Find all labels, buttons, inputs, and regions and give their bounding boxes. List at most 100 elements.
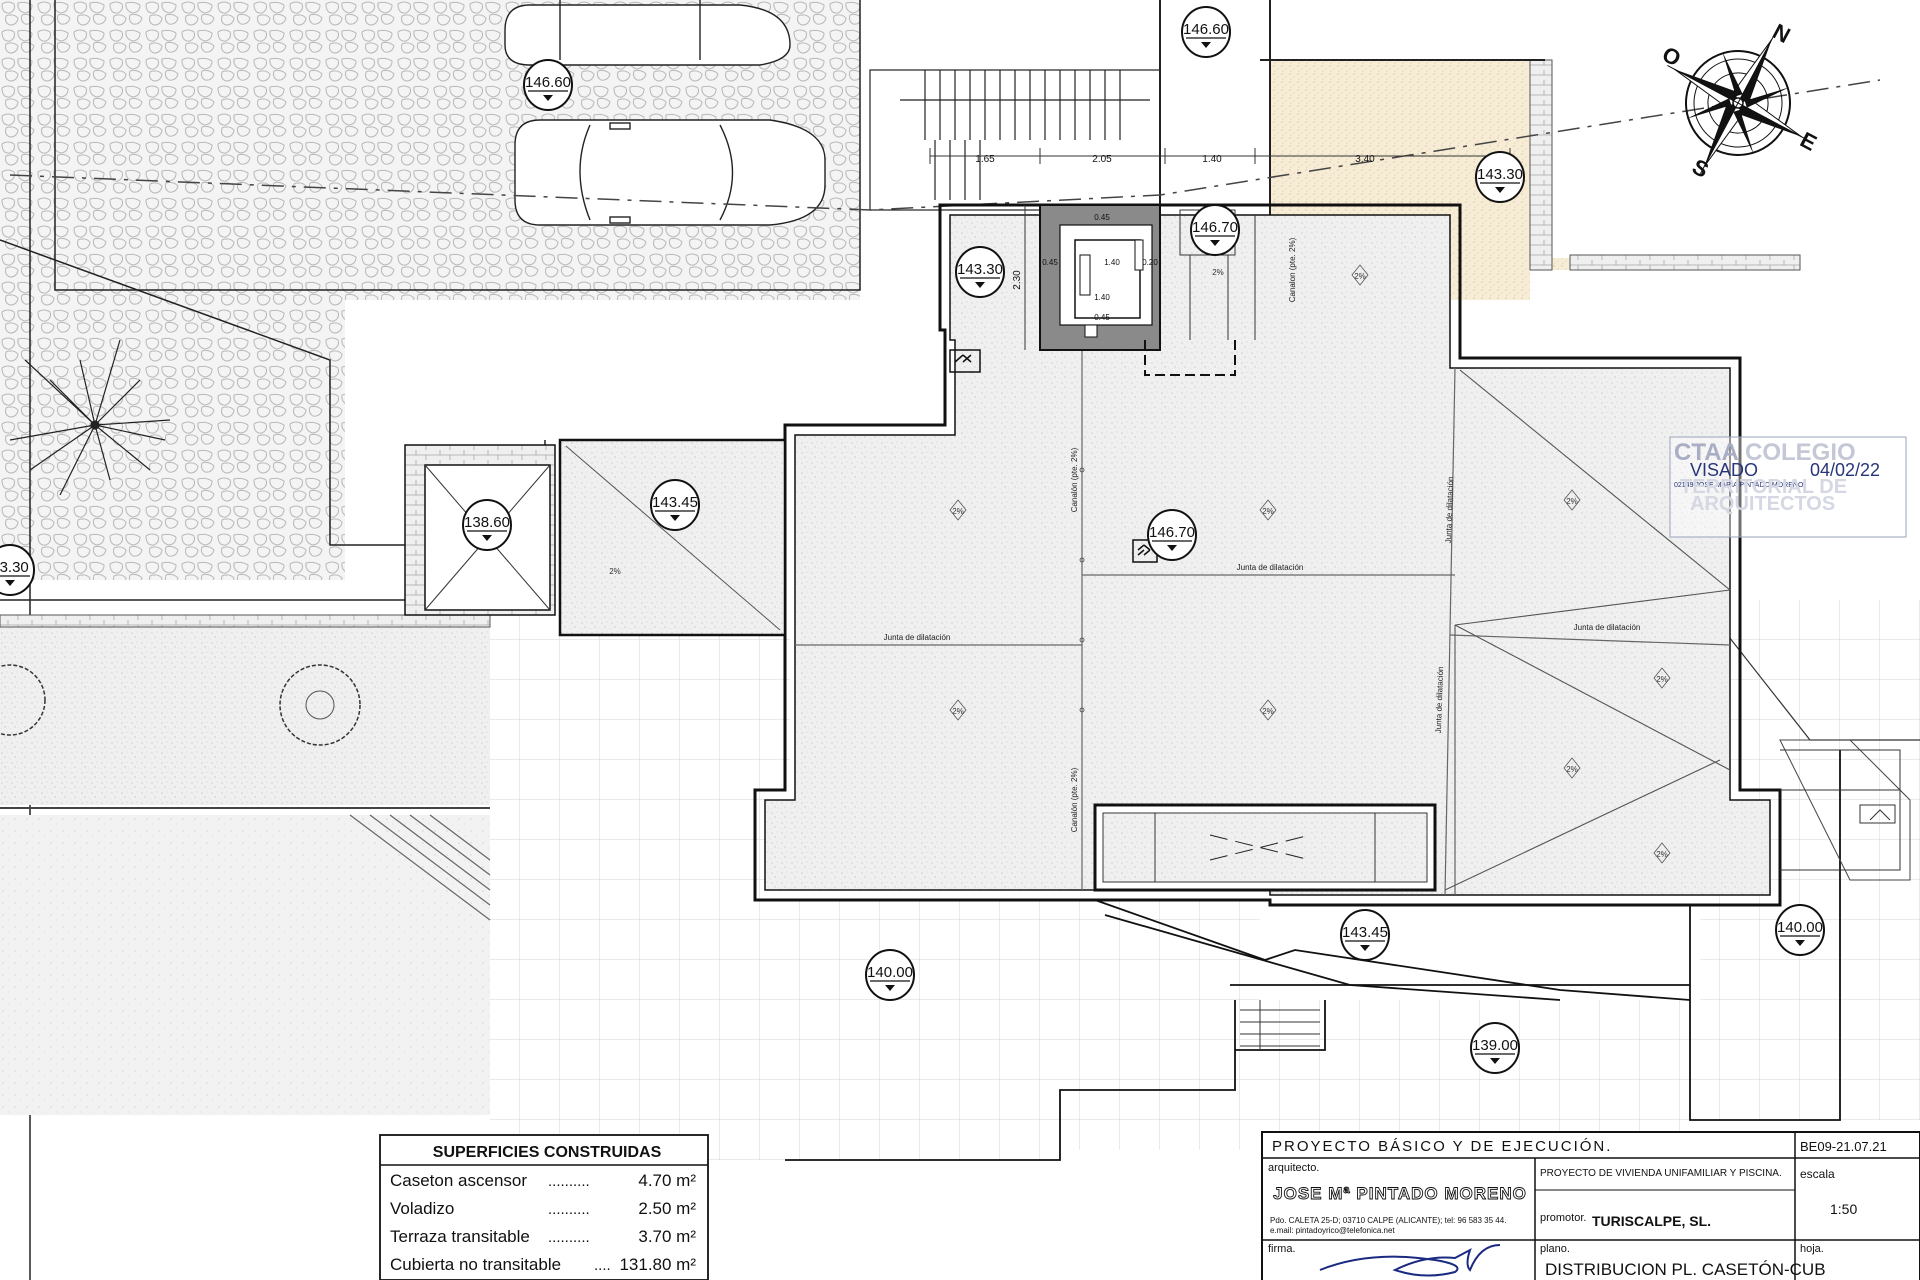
roof-panels xyxy=(795,345,1731,896)
plan-name: DISTRIBUCION PL. CASETÓN-CUB xyxy=(1545,1260,1826,1279)
north-arrow-icon xyxy=(1667,32,1809,174)
stamp-line2: ARQUITECTOS xyxy=(1690,493,1835,515)
surface-value: 2.50 m² xyxy=(638,1199,696,1218)
level-marker: 146.70 xyxy=(1190,204,1240,256)
slope-label: 2% xyxy=(1656,675,1668,684)
stamp-org: CTAA xyxy=(1674,439,1739,466)
promoter-label: promotor. xyxy=(1540,1212,1586,1224)
dim-4: 3.40 xyxy=(1355,154,1375,165)
title-block xyxy=(1261,1131,1920,1280)
level-marker: 146.60 xyxy=(523,59,573,111)
level-value: 138.60 xyxy=(464,514,510,531)
stamp-visado: VISADO xyxy=(1690,460,1758,480)
gutter-label: Canalón (pte. 2%) xyxy=(1070,767,1079,832)
level-marker: 146.70 xyxy=(1147,509,1197,561)
dim-2: 2.05 xyxy=(1092,154,1112,165)
level-marker: 143.30 xyxy=(1475,151,1525,203)
parked-car xyxy=(504,0,826,226)
level-value: 143.30 xyxy=(957,261,1003,278)
architect-label: arquitecto. xyxy=(1268,1162,1319,1174)
gutter-label: Canalón (pte. 2%) xyxy=(1070,447,1079,512)
scale-value: 1:50 xyxy=(1830,1201,1857,1217)
dim-3: 1.40 xyxy=(1202,154,1222,165)
dim-11: 2.30 xyxy=(1012,270,1023,290)
slope-label: 2% xyxy=(1354,272,1366,281)
architect-name: JOSE Mª PINTADO MORENO xyxy=(1273,1184,1527,1203)
level-value: 143.30 xyxy=(1477,166,1523,183)
level-value: 13.30 xyxy=(0,559,29,576)
slope-label: 2% xyxy=(952,707,964,716)
surface-dots: .......... xyxy=(548,1229,590,1246)
expansion-joint-label: Junta de dilatación xyxy=(1434,666,1445,733)
slope-label: 2% xyxy=(1262,707,1274,716)
surface-label: Cubierta no transitable xyxy=(390,1255,561,1274)
slope-label: 2% xyxy=(609,567,621,576)
visado-stamp: CTAA COLEGIO VISADO 04/02/22 02149 JOSE … xyxy=(1669,436,1907,538)
level-value: 140.00 xyxy=(1777,919,1823,936)
surface-dots: .... xyxy=(594,1257,611,1274)
compass-s-label: S xyxy=(1688,154,1713,183)
level-marker: 140.00 xyxy=(1775,904,1825,956)
stamp-architect: 02149 JOSE MARIA PINTADO MORENO xyxy=(1674,482,1804,489)
dim-5: 0.45 xyxy=(1042,258,1058,267)
table-row: Cubierta no transitable.... 131.80 m² xyxy=(390,1255,696,1274)
roof-outline xyxy=(753,203,1782,907)
slope-label: 2% xyxy=(1656,850,1668,859)
level-marker: 139.00 xyxy=(1470,1022,1520,1074)
surfaces-table xyxy=(379,1134,709,1280)
roof-hatch-icon xyxy=(949,349,1158,563)
palm-tree xyxy=(9,339,171,496)
project-code: BE09-21.07.21 xyxy=(1800,1139,1887,1154)
level-value: 143.45 xyxy=(652,494,698,511)
project-title: PROYECTO BÁSICO Y DE EJECUCIÓN. xyxy=(1272,1138,1612,1155)
level-value: 146.70 xyxy=(1149,524,1195,541)
slope-label: 2% xyxy=(1566,765,1578,774)
boundary-line xyxy=(9,79,1881,211)
expansion-joint-label: Junta de dilatación xyxy=(884,633,951,642)
surface-label: Caseton ascensor xyxy=(390,1171,527,1190)
stairs-south xyxy=(1240,1000,1320,1050)
table-row: Terraza transitable.......... 3.70 m² xyxy=(390,1227,696,1246)
compass-o-label: O xyxy=(1658,41,1685,71)
architect-email: e.mail: pintadoyrico@telefonica.net xyxy=(1270,1226,1395,1235)
project-description: PROYECTO DE VIVIENDA UNIFAMILIAR Y PISCI… xyxy=(1540,1168,1782,1179)
dim-9: 1.40 xyxy=(1094,293,1110,302)
level-value: 139.00 xyxy=(1472,1037,1518,1054)
slope-label: 2% xyxy=(1566,497,1578,506)
table-row: Caseton ascensor..........4.70 m² xyxy=(390,1171,696,1190)
surface-dots: .......... xyxy=(548,1201,590,1218)
plan-label: plano. xyxy=(1540,1243,1570,1255)
level-marker: 13.30 xyxy=(0,544,35,596)
dimension-line xyxy=(929,148,1511,350)
compass-n-label: N xyxy=(1769,19,1795,49)
stairs-north xyxy=(869,69,1161,211)
shrub xyxy=(0,664,361,746)
level-marker: 138.60 xyxy=(462,499,512,551)
surface-value: 3.70 m² xyxy=(638,1227,696,1246)
skylight xyxy=(1093,803,1437,892)
surface-label: Terraza transitable xyxy=(390,1227,530,1246)
compass-e-label: E xyxy=(1796,127,1821,156)
slope-marks: 2% 2% 2% 2% 2% 2% 2% 2% 2% 2% 2% xyxy=(609,268,1668,859)
expansion-joint-label: Junta de dilatación xyxy=(1574,623,1641,632)
level-marker: 146.60 xyxy=(1181,6,1231,58)
dim-10: 0.45 xyxy=(1094,313,1110,322)
level-marker: 140.00 xyxy=(865,949,915,1001)
promoter-name: TURISCALPE, SL. xyxy=(1592,1213,1711,1229)
slope-label: 2% xyxy=(1212,268,1224,277)
stamp-line1: TERRITORIAL DE xyxy=(1680,476,1847,498)
level-marker: 143.30 xyxy=(955,246,1005,298)
level-value: 146.60 xyxy=(1183,21,1229,38)
surfaces-title: SUPERFICIES CONSTRUIDAS xyxy=(433,1144,662,1161)
architect-address: Pdo. CALETA 25-D; 03710 CALPE (ALICANTE)… xyxy=(1270,1216,1506,1225)
roof-surface xyxy=(764,214,1771,896)
surface-value: 131.80 m² xyxy=(619,1255,696,1274)
hip-lines xyxy=(1444,369,1731,895)
expansion-joint-label: Junta de dilatación xyxy=(1237,563,1304,572)
sheet-label: hoja. xyxy=(1800,1243,1824,1255)
dim-8: 0.45 xyxy=(1094,213,1110,222)
level-marker: 143.45 xyxy=(650,479,700,531)
stamp-date: 04/02/22 xyxy=(1810,460,1880,480)
terrace-panel-west xyxy=(558,438,787,637)
